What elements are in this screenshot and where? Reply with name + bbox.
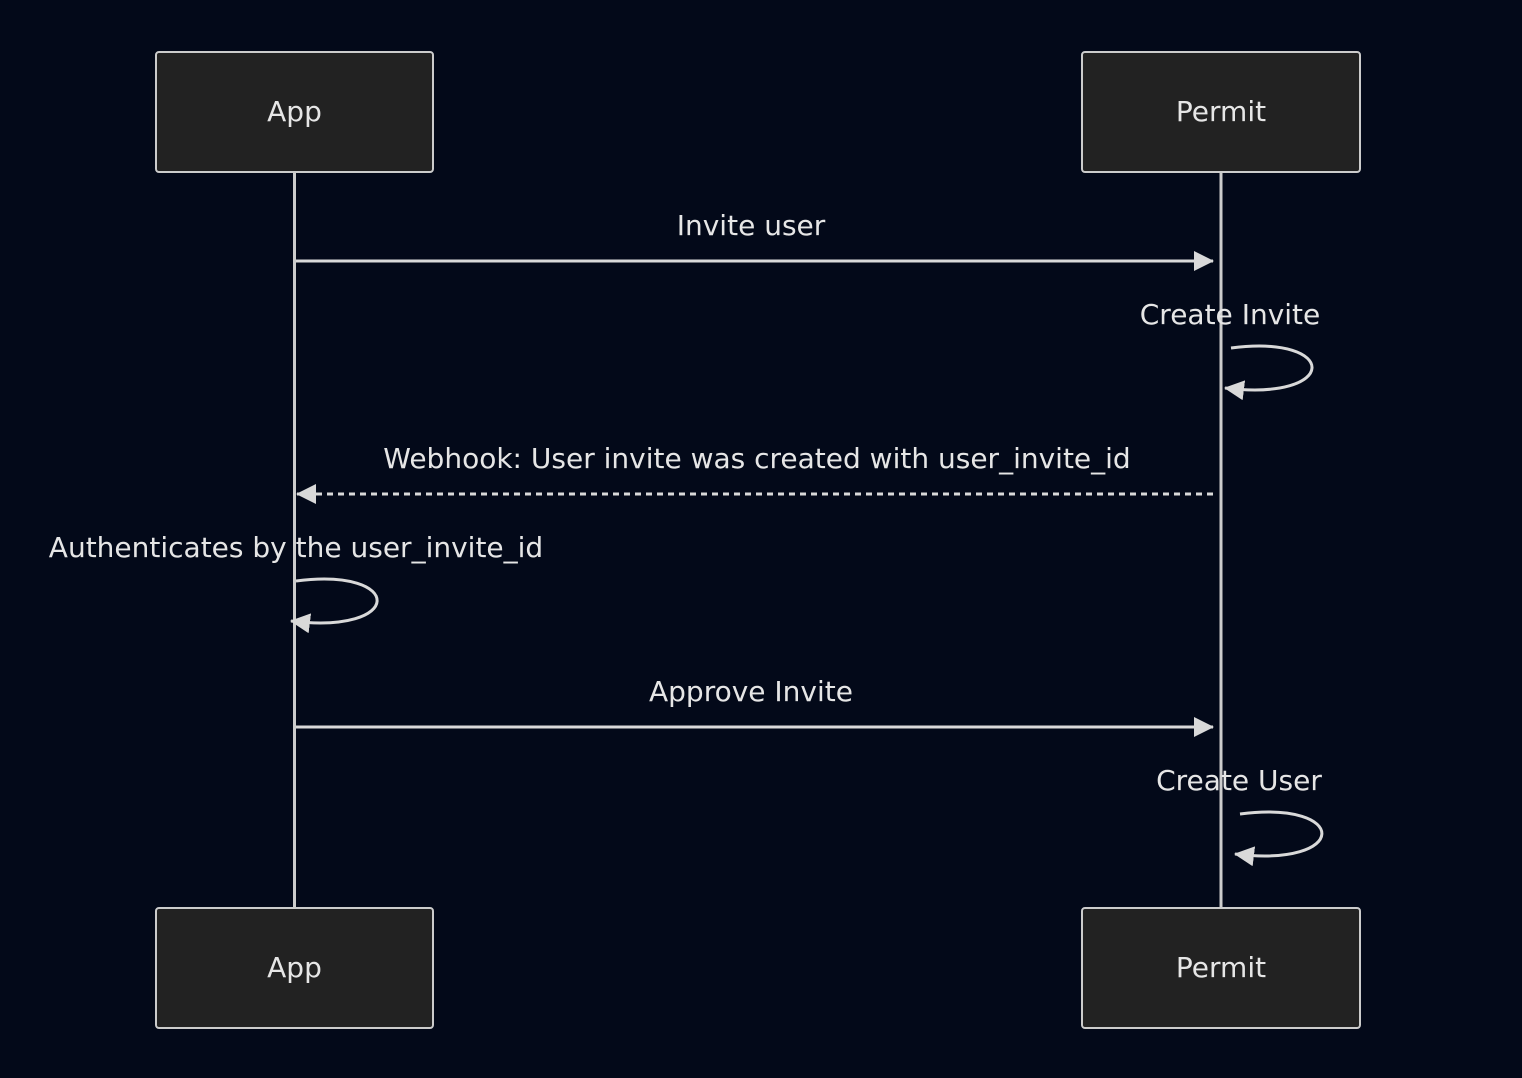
- message-create-invite-arrow: [1224, 344, 1314, 401]
- message-invite-user-label: Invite user: [677, 209, 826, 242]
- message-authenticates-label: Authenticates by the user_invite_id: [49, 531, 543, 564]
- message-authenticates: Authenticates by the user_invite_id: [49, 531, 543, 634]
- message-create-user: Create User: [1156, 764, 1324, 867]
- actor-app-bottom-label: App: [267, 951, 322, 984]
- message-approve-invite-label: Approve Invite: [649, 675, 853, 708]
- actor-permit-top-label: Permit: [1176, 95, 1266, 128]
- message-create-user-label: Create User: [1156, 764, 1322, 797]
- message-webhook-label: Webhook: User invite was created with us…: [383, 442, 1130, 475]
- actor-permit-bottom-label: Permit: [1176, 951, 1266, 984]
- message-create-invite-label: Create Invite: [1140, 298, 1321, 331]
- message-create-user-arrow: [1234, 810, 1324, 867]
- actor-app-top-label: App: [267, 95, 322, 128]
- message-create-invite: Create Invite: [1140, 298, 1321, 401]
- message-webhook: Webhook: User invite was created with us…: [296, 442, 1213, 504]
- actor-permit-bottom: Permit: [1081, 907, 1361, 1029]
- message-approve-invite: Approve Invite: [296, 675, 1214, 737]
- message-authenticates-arrow: [290, 577, 379, 634]
- actor-permit-top: Permit: [1081, 51, 1361, 173]
- actor-app-bottom: App: [155, 907, 434, 1029]
- actor-app-top: App: [155, 51, 434, 173]
- message-invite-user: Invite user: [296, 209, 1214, 271]
